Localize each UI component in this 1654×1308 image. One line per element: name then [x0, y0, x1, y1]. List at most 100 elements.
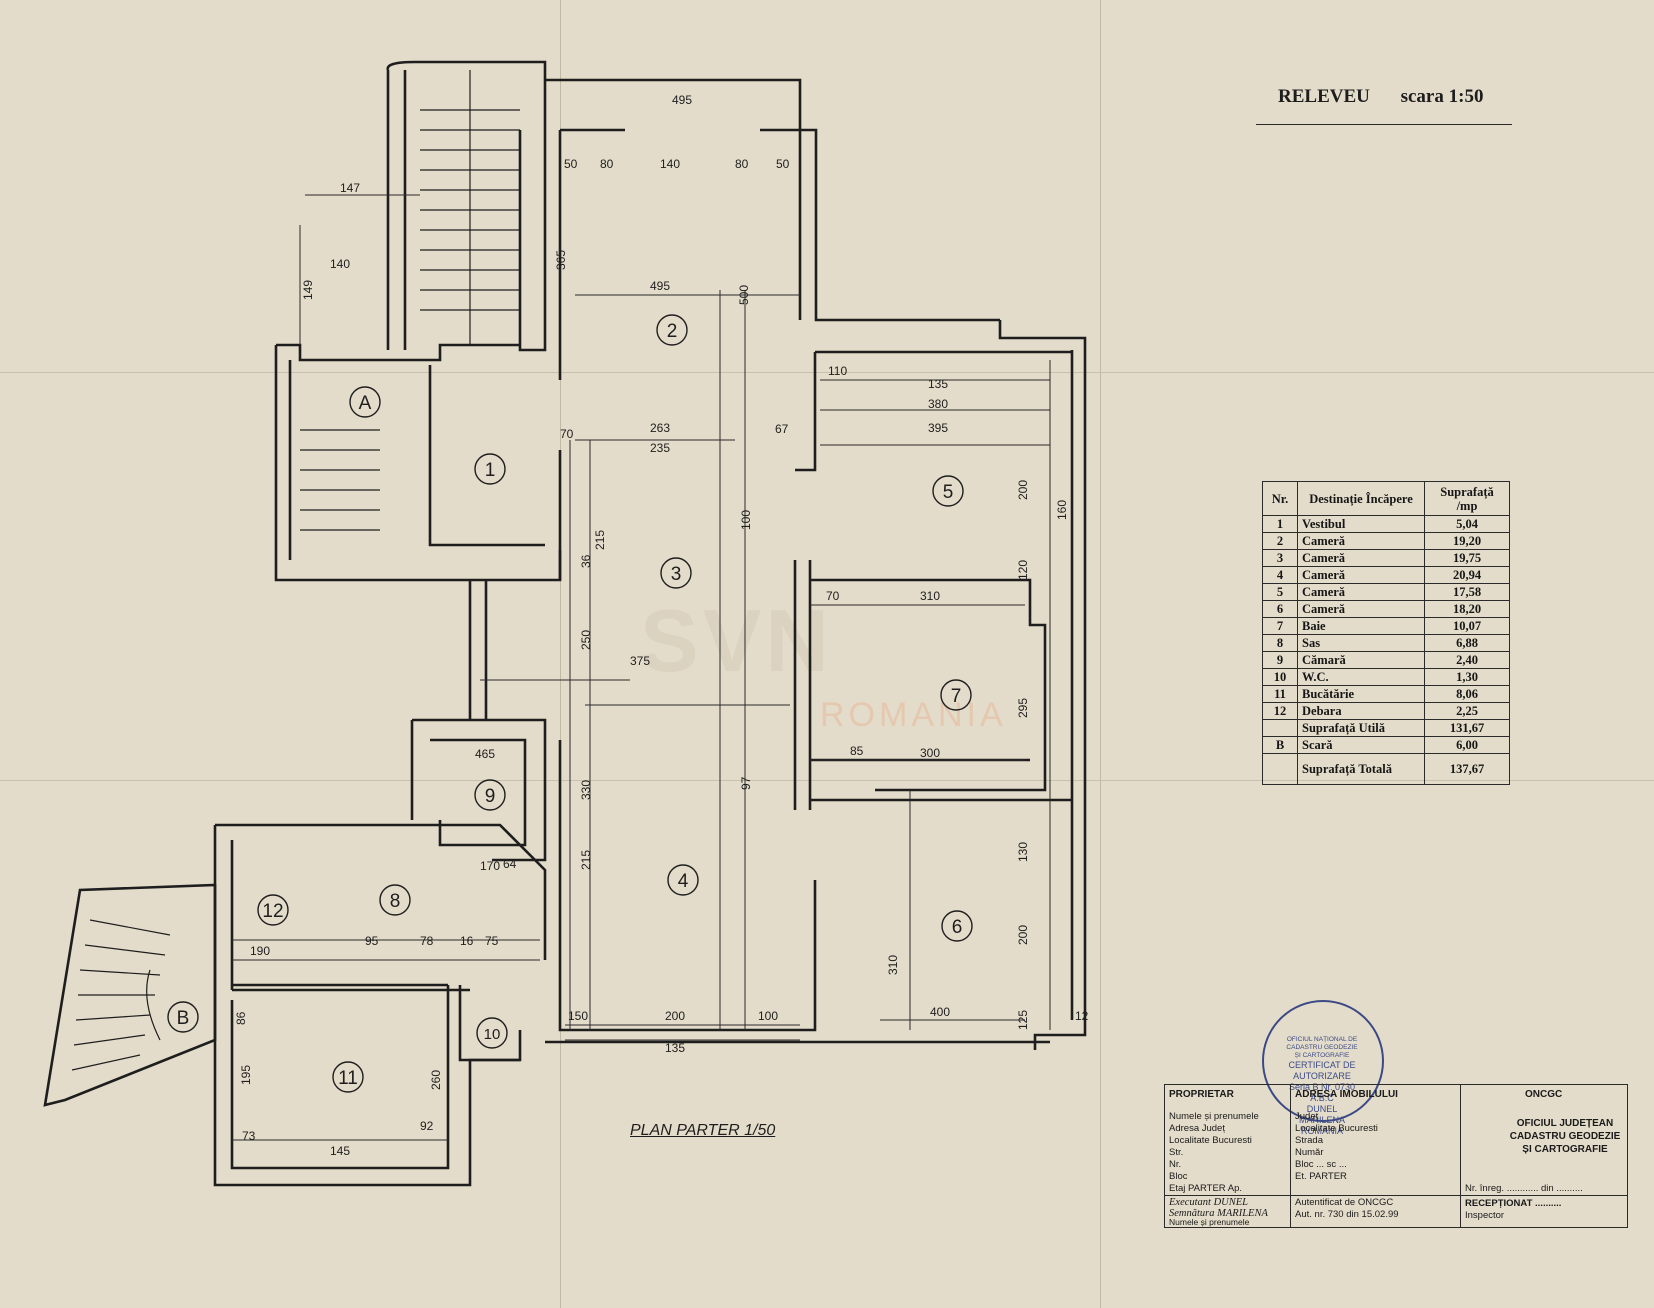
room-circle-1	[474, 453, 506, 485]
cell-nr: 12	[1262, 702, 1298, 720]
dimension-label: 12	[1075, 1009, 1089, 1023]
tb-oncgc-line: Inspector	[1465, 1210, 1505, 1221]
room-circle-8	[379, 884, 411, 916]
room-number-circles	[167, 314, 973, 1093]
dimension-label: 295	[1016, 698, 1030, 718]
dimension-label: 70	[560, 427, 574, 441]
tb-divider	[1165, 1195, 1460, 1196]
cell-nr: 2	[1262, 532, 1298, 550]
dimension-label: 92	[420, 1119, 434, 1133]
cell-destination: Suprafață Utilă	[1297, 719, 1425, 737]
dimension-label: 260	[429, 1070, 443, 1090]
cell-nr	[1262, 719, 1298, 737]
room-circle-B	[167, 1001, 199, 1033]
dimension-label: 75	[485, 934, 499, 948]
dimension-label: 16	[460, 934, 474, 948]
drawing-title: RELEVEU scara 1:50	[1278, 86, 1483, 108]
room-label: B	[177, 1008, 190, 1029]
room-label: 4	[678, 871, 689, 892]
fold-line	[560, 0, 561, 1308]
cell-destination: Cameră	[1297, 566, 1425, 584]
tb-owner-line: Adresa Județ	[1169, 1123, 1225, 1134]
cell-destination: Bucătărie	[1297, 685, 1425, 703]
tb-oncgc-line: RECEPȚIONAT ..........	[1465, 1198, 1562, 1209]
stamp-line: CERTIFICAT DE AUTORIZARE	[1288, 1060, 1356, 1081]
dimension-label: 200	[665, 1009, 685, 1023]
cell-area: 2,40	[1424, 651, 1510, 669]
column-header-area: Suprafață /mp	[1424, 481, 1510, 516]
tb-office-name: OFICIUL JUDEȚEAN CADASTRU GEODEZIE ȘI CA…	[1509, 1118, 1621, 1155]
dimension-label: 147	[340, 181, 360, 195]
dimension-label: 200	[1016, 480, 1030, 500]
fold-line	[0, 780, 1654, 781]
dimension-label: 263	[650, 421, 670, 435]
dimension-label: 310	[920, 589, 940, 603]
room-circle-7	[940, 679, 972, 711]
cell-nr: 11	[1262, 685, 1298, 703]
wall-lines	[43, 60, 1087, 1187]
cell-destination: Baie	[1297, 617, 1425, 635]
room-circle-9	[474, 779, 506, 811]
dimension-label: 78	[420, 934, 434, 948]
dimension-label: 380	[928, 397, 948, 411]
dimension-label: 300	[920, 746, 940, 760]
cell-area: 19,75	[1424, 549, 1510, 567]
cell-nr	[1262, 753, 1298, 785]
cell-destination: Cameră	[1297, 549, 1425, 567]
dimension-labels: 495 80 140 80 50 50 365 495 500 263 235 …	[234, 93, 1089, 1158]
dimension-label: 160	[1055, 500, 1069, 520]
dimension-label: 70	[826, 589, 840, 603]
cell-area: 6,00	[1424, 736, 1510, 754]
cell-destination: Cameră	[1297, 600, 1425, 618]
authorization-stamp	[1262, 1000, 1384, 1122]
cell-nr: B	[1262, 736, 1298, 754]
title-underline	[1256, 124, 1512, 125]
tb-owner-header: PROPRIETAR	[1169, 1089, 1234, 1100]
cell-nr: 3	[1262, 549, 1298, 567]
tb-divider	[1460, 1195, 1627, 1196]
cell-destination: Scară	[1297, 736, 1425, 754]
dimension-label: 85	[850, 744, 864, 758]
room-labels: 1 2 3 4 5 6 7 8 9 10 11 12 A B	[177, 321, 963, 1089]
cell-area: 10,07	[1424, 617, 1510, 635]
room-circle-A	[349, 386, 381, 418]
dimension-label: 375	[630, 654, 650, 668]
dimension-lines	[232, 194, 1051, 1141]
cell-nr: 8	[1262, 634, 1298, 652]
cell-area: 17,58	[1424, 583, 1510, 601]
title-scale: scara 1:50	[1400, 86, 1484, 107]
dimension-label: 120	[1016, 560, 1030, 580]
room-circle-11	[332, 1061, 364, 1093]
dimension-label: 235	[650, 441, 670, 455]
tb-executant-line: Semnătura MARILENA	[1169, 1208, 1268, 1219]
cell-area: 20,94	[1424, 566, 1510, 584]
tb-oncgc-line: Nr. înreg. ............ din ..........	[1465, 1183, 1583, 1194]
tb-owner-line: Bloc	[1169, 1171, 1188, 1182]
table-header-row: Nr. Destinație Încăpere Suprafață /mp	[1262, 481, 1510, 516]
fold-line	[1100, 0, 1101, 1308]
cell-area: 131,67	[1424, 719, 1510, 737]
room-circle-5	[932, 475, 964, 507]
room-label: 2	[667, 321, 678, 342]
tb-owner-line: Nr.	[1169, 1159, 1182, 1170]
cell-nr: 5	[1262, 583, 1298, 601]
cell-destination: W.C.	[1297, 668, 1425, 686]
room-circle-4	[667, 864, 699, 896]
cell-area: 6,88	[1424, 634, 1510, 652]
dimension-label: 86	[234, 1011, 248, 1025]
dimension-label: 150	[568, 1009, 588, 1023]
watermark-sub: ROMANIA	[820, 696, 1007, 734]
column-header-destination: Destinație Încăpere	[1297, 481, 1425, 516]
cell-nr: 1	[1262, 515, 1298, 533]
title-text: RELEVEU	[1278, 86, 1370, 107]
room-circle-10	[476, 1017, 508, 1049]
room-label: 1	[485, 460, 496, 481]
dimension-label: 95	[365, 934, 379, 948]
plan-caption: PLAN PARTER 1/50	[630, 1122, 776, 1139]
